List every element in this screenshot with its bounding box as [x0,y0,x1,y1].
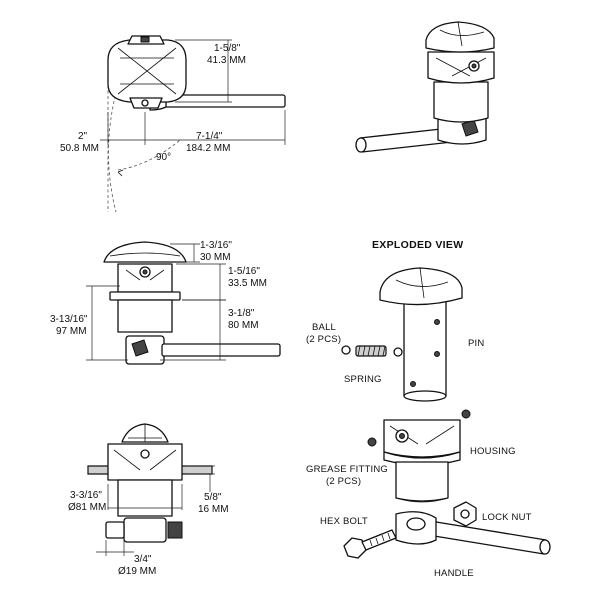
label-pin: PIN [468,338,484,349]
top-view: 1-5/8" 41.3 MM 2" 50.8 MM 7-1/4" 184.2 M… [60,35,286,213]
top-angle: 90° [156,152,171,163]
side-housing-mm: 33.5 MM [228,278,267,289]
top-height-mm: 41.3 MM [207,55,246,66]
hex-bolt-drawing [343,529,397,559]
label-hex-bolt: HEX BOLT [320,516,368,527]
label-housing: HOUSING [470,446,516,457]
perspective-view [355,21,495,153]
pin-drawing [379,267,463,402]
mount-shaft-mm: Ø19 MM [118,566,156,577]
top-length-mm: 184.2 MM [186,143,230,154]
label-lock-nut: LOCK NUT [482,512,532,523]
side-total-mm: 97 MM [56,326,87,337]
side-view: 1-3/16" 30 MM 1-5/16" 33.5 MM 3-1/8" 80 … [50,240,281,365]
label-ball: BALL [312,322,336,333]
exploded-view: EXPLODED VIEW [306,239,551,579]
mount-view: 3-3/16" Ø81 MM 5/8" 16 MM 3/4" Ø19 MM [68,423,229,577]
top-length-in: 7-1/4" [196,131,223,142]
label-spring: SPRING [344,374,382,385]
mount-plate-mm: 16 MM [198,504,229,515]
side-lower-mm: 80 MM [228,320,259,331]
mount-dia-mm: Ø81 MM [68,502,106,513]
top-offset-mm: 50.8 MM [60,143,99,154]
housing-drawing [383,419,461,503]
mount-dia-in: 3-3/16" [70,490,102,501]
spring-drawing [355,345,387,357]
label-handle: HANDLE [434,568,474,579]
top-height-in: 1-5/8" [214,43,241,54]
label-grease-fitting: GREASE FITTING [306,464,388,475]
ball-drawing [341,345,351,355]
grease-fitting-drawing [367,409,471,447]
label-ball-qty: (2 PCS) [306,334,341,345]
side-total-in: 3-13/16" [50,314,88,325]
mount-shaft-in: 3/4" [134,554,152,565]
label-grease-qty: (2 PCS) [326,476,361,487]
side-housing-in: 1-5/16" [228,266,260,277]
ball-drawing [393,347,403,357]
handle-drawing [395,511,551,555]
mount-plate-in: 5/8" [204,492,222,503]
side-cap-in: 1-3/16" [200,240,232,251]
side-lower-in: 3-1/8" [228,308,255,319]
exploded-view-title: EXPLODED VIEW [372,239,463,251]
side-cap-mm: 30 MM [200,252,231,263]
lock-nut-drawing [453,501,477,527]
top-offset-in: 2" [78,131,88,142]
